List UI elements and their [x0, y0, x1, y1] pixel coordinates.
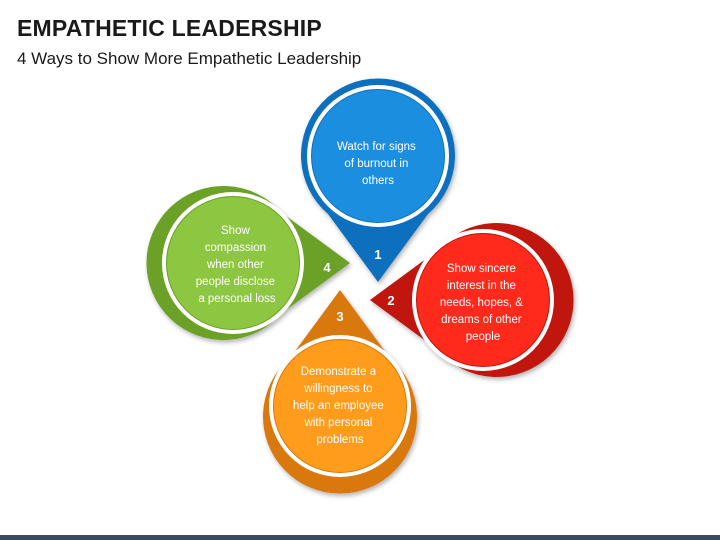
petal-1-text: Watch for signs of burnout in others [337, 141, 419, 187]
petal-4 [146, 186, 350, 341]
petal-4-line-5: a personal loss [198, 293, 276, 305]
petal-3-line-4: with personal [304, 417, 373, 429]
petal-4-inner [167, 197, 299, 329]
petal-2-line-1: Show sincere [447, 263, 516, 275]
petal-3-inner [274, 340, 406, 472]
petal-4-line-2: compassion [205, 242, 266, 254]
petal-1-line-1: Watch for signs [337, 141, 416, 153]
petal-3-ring [269, 335, 411, 477]
petal-2-line-2: interest in the [447, 280, 516, 292]
petal-1-ring [307, 85, 449, 227]
petal-2 [370, 222, 574, 378]
petal-2-line-5: people [466, 331, 501, 343]
petal-1 [300, 78, 455, 282]
petal-3-number: 3 [336, 309, 343, 324]
petal-4-text: Show compassion when other people disclo… [196, 225, 278, 305]
petal-3-line-1: Demonstrate a [301, 366, 377, 378]
petal-4-line-3: when other [206, 259, 264, 271]
petal-3-line-5: problems [316, 434, 364, 446]
petal-3-line-2: willingness to [303, 383, 372, 395]
petal-4-line-4: people disclose [196, 276, 275, 288]
petal-1-line-2: of burnout in [344, 158, 408, 170]
petal-2-text: Show sincere interest in the needs, hope… [440, 263, 526, 343]
footer-bar [0, 535, 720, 540]
petal-2-inner [417, 234, 549, 366]
slide-subtitle: 4 Ways to Show More Empathetic Leadershi… [17, 49, 362, 68]
slide-title: EMPATHETIC LEADERSHIP [17, 15, 322, 41]
petal-2-line-4: dreams of other [441, 314, 522, 326]
petal-4-number: 4 [323, 260, 331, 275]
petal-1-number: 1 [374, 247, 381, 262]
petal-3-line-3: help an employee [293, 400, 384, 412]
petal-4-ring [162, 192, 304, 334]
petal-3 [263, 290, 418, 494]
petal-1-line-3: others [362, 175, 394, 187]
petal-2-ring [412, 229, 554, 371]
petal-2-line-3: needs, hopes, & [440, 297, 523, 309]
petal-2-number: 2 [387, 293, 394, 308]
petal-3-text: Demonstrate a willingness to help an emp… [293, 366, 387, 446]
petal-1-inner [312, 90, 444, 222]
petal-4-line-1: Show [221, 225, 250, 237]
